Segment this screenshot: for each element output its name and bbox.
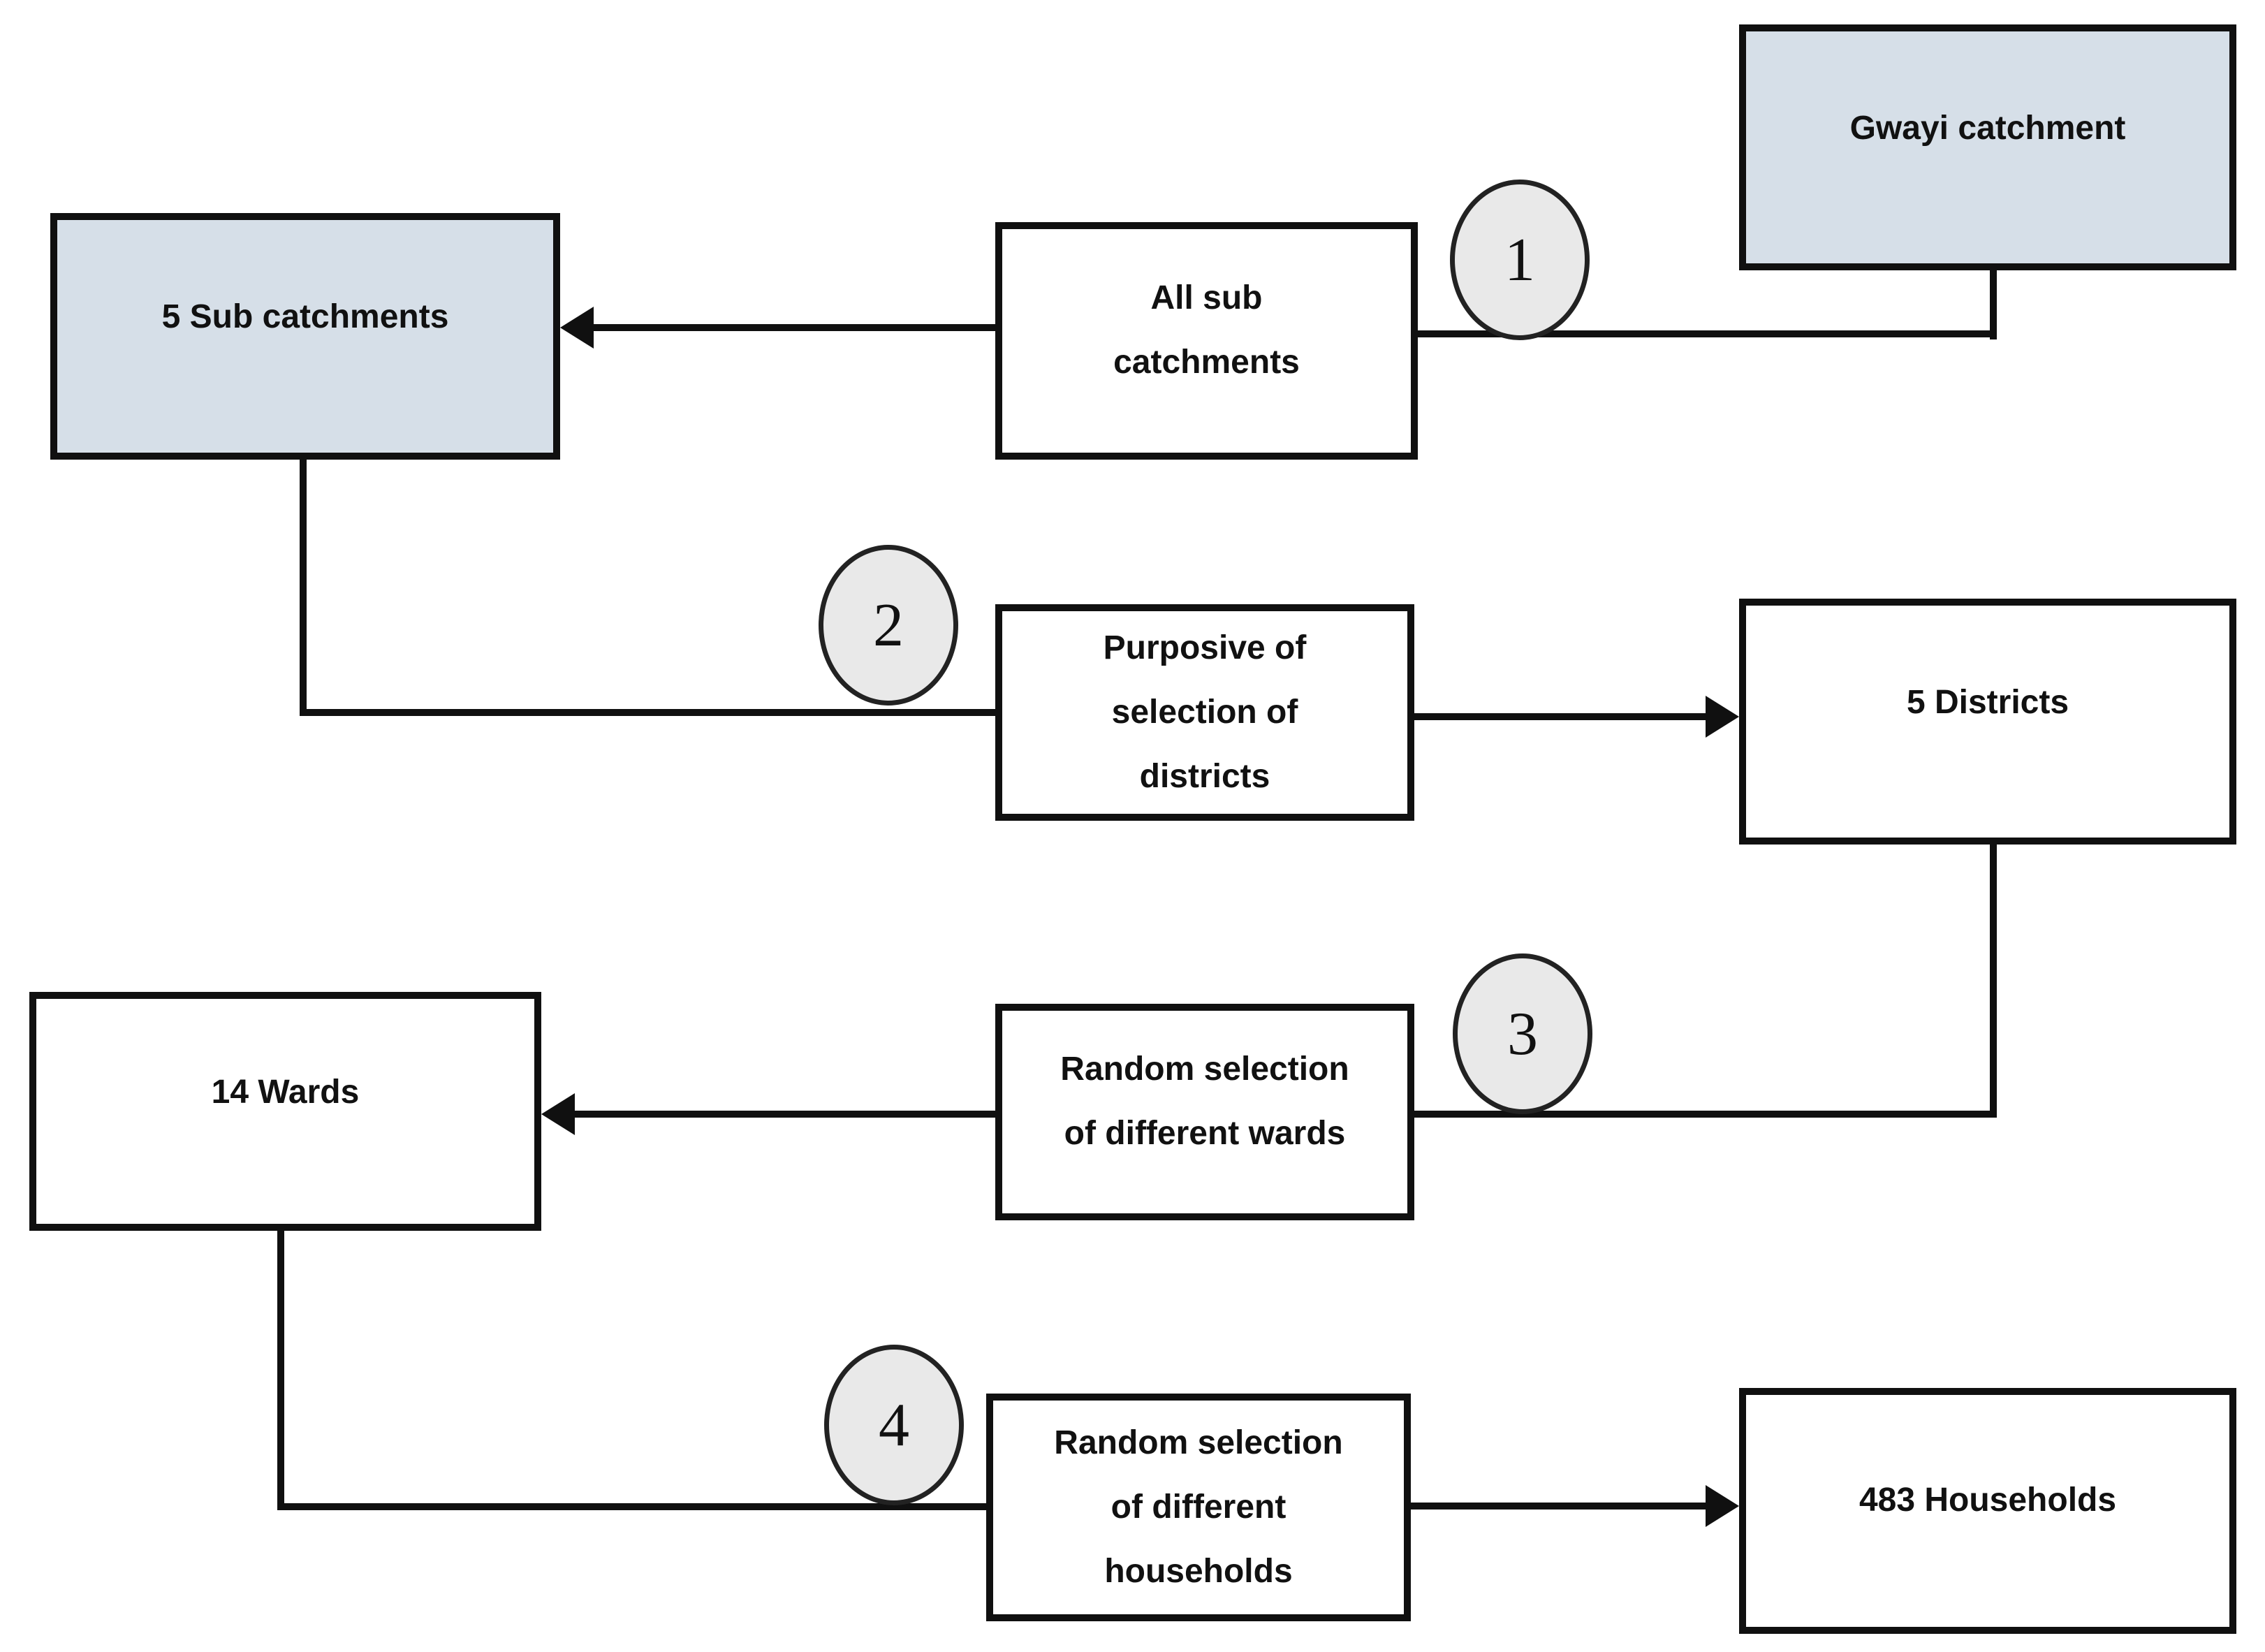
step-3-number: 3 (1507, 1000, 1538, 1068)
arrowhead-into-5-sub-catchments (560, 307, 594, 349)
arrowhead-into-5-districts (1706, 696, 1739, 738)
node-purposive-selection-districts-label: Purposive of selection of districts (1103, 629, 1307, 795)
step-circle-3: 3 (1453, 953, 1592, 1114)
connector-randomwards-to-14wards (572, 1111, 995, 1118)
step-4-number: 4 (879, 1391, 909, 1459)
arrowhead-into-14-wards (541, 1093, 575, 1135)
node-purposive-selection-districts: Purposive of selection of districts (995, 604, 1414, 821)
node-483-households-label: 483 Households (1859, 1482, 2117, 1519)
connector-5sub-down (300, 459, 307, 716)
node-483-households: 483 Households (1739, 1388, 2236, 1634)
connector-5districts-to-randomwards (1414, 1111, 1997, 1118)
connector-gwayi-to-allsub (1418, 330, 1997, 337)
step-1-number: 1 (1504, 226, 1535, 294)
node-5-districts-label: 5 Districts (1906, 683, 2069, 721)
connector-gwayi-down (1990, 270, 1997, 339)
node-5-sub-catchments: 5 Sub catchments (50, 213, 560, 460)
connector-randomhouseholds-to-483 (1411, 1503, 1708, 1510)
node-14-wards-label: 14 Wards (211, 1073, 360, 1111)
step-circle-2: 2 (819, 545, 958, 706)
node-gwayi-catchment-label: Gwayi catchment (1849, 109, 2126, 147)
step-circle-4: 4 (824, 1345, 964, 1505)
node-gwayi-catchment: Gwayi catchment (1739, 24, 2236, 270)
connector-purposive-to-5districts (1414, 713, 1708, 720)
connector-14wards-to-randomhouseholds (277, 1503, 986, 1510)
node-random-selection-households-label: Random selection of different households (1054, 1424, 1343, 1590)
node-5-districts: 5 Districts (1739, 599, 2236, 845)
node-5-sub-catchments-label: 5 Sub catchments (161, 298, 449, 335)
node-random-selection-wards: Random selection of different wards (995, 1004, 1414, 1220)
connector-5districts-down (1990, 844, 1997, 1118)
node-all-sub-catchments-label: All sub catchments (1113, 279, 1300, 381)
node-random-selection-households: Random selection of different households (986, 1394, 1411, 1621)
node-all-sub-catchments: All sub catchments (995, 222, 1418, 460)
step-circle-1: 1 (1450, 180, 1590, 340)
connector-14wards-down (277, 1230, 284, 1510)
connector-allsub-to-5sub (591, 324, 995, 331)
node-14-wards: 14 Wards (29, 992, 541, 1231)
connector-5sub-to-purposive (300, 709, 995, 716)
arrowhead-into-483-households (1706, 1485, 1739, 1527)
step-2-number: 2 (873, 591, 904, 659)
node-random-selection-wards-label: Random selection of different wards (1060, 1051, 1349, 1152)
